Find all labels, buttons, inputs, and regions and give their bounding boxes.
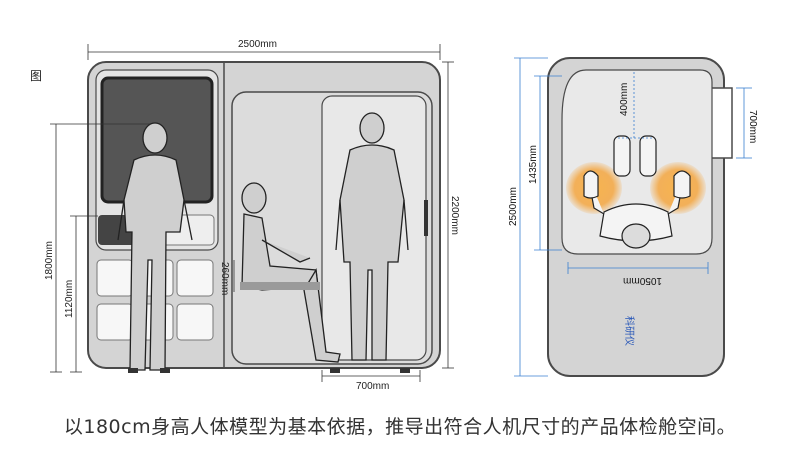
top-view: 400mm 1050mm 2500mm 1435mm 700mm [508,57,758,377]
dim-eye-height: 1800mm [44,241,55,280]
seated-figure [241,182,341,363]
dim-inner-width: 1050mm [623,275,662,286]
brand-text: 科研仪 [623,316,636,346]
dim-gap: 400mm [619,83,630,116]
dim-total-length: 2500mm [508,187,519,226]
top-view-person [583,135,691,249]
dim-reach-length: 1435mm [528,145,539,184]
dim-desk-height: 1120mm [64,280,75,318]
caption: 以180cm身高人体模型为基本依据，推导出符合人机尺寸的产品体检舱空间。 [63,416,737,438]
dim-door-width: 700mm [747,110,758,143]
front-view: 图 [30,39,460,392]
standing-figure-left [117,122,193,371]
dim-total-height: 2200mm [449,196,460,235]
dim-seat-height: 260mm [219,262,230,295]
dim-seat-depth: 700mm [356,381,389,392]
ergonomic-diagram: 图 [30,39,758,392]
figure-label: 图 [30,69,42,83]
seat [240,282,320,290]
standing-figure-right [335,112,409,361]
dim-total-width: 2500mm [238,39,277,50]
